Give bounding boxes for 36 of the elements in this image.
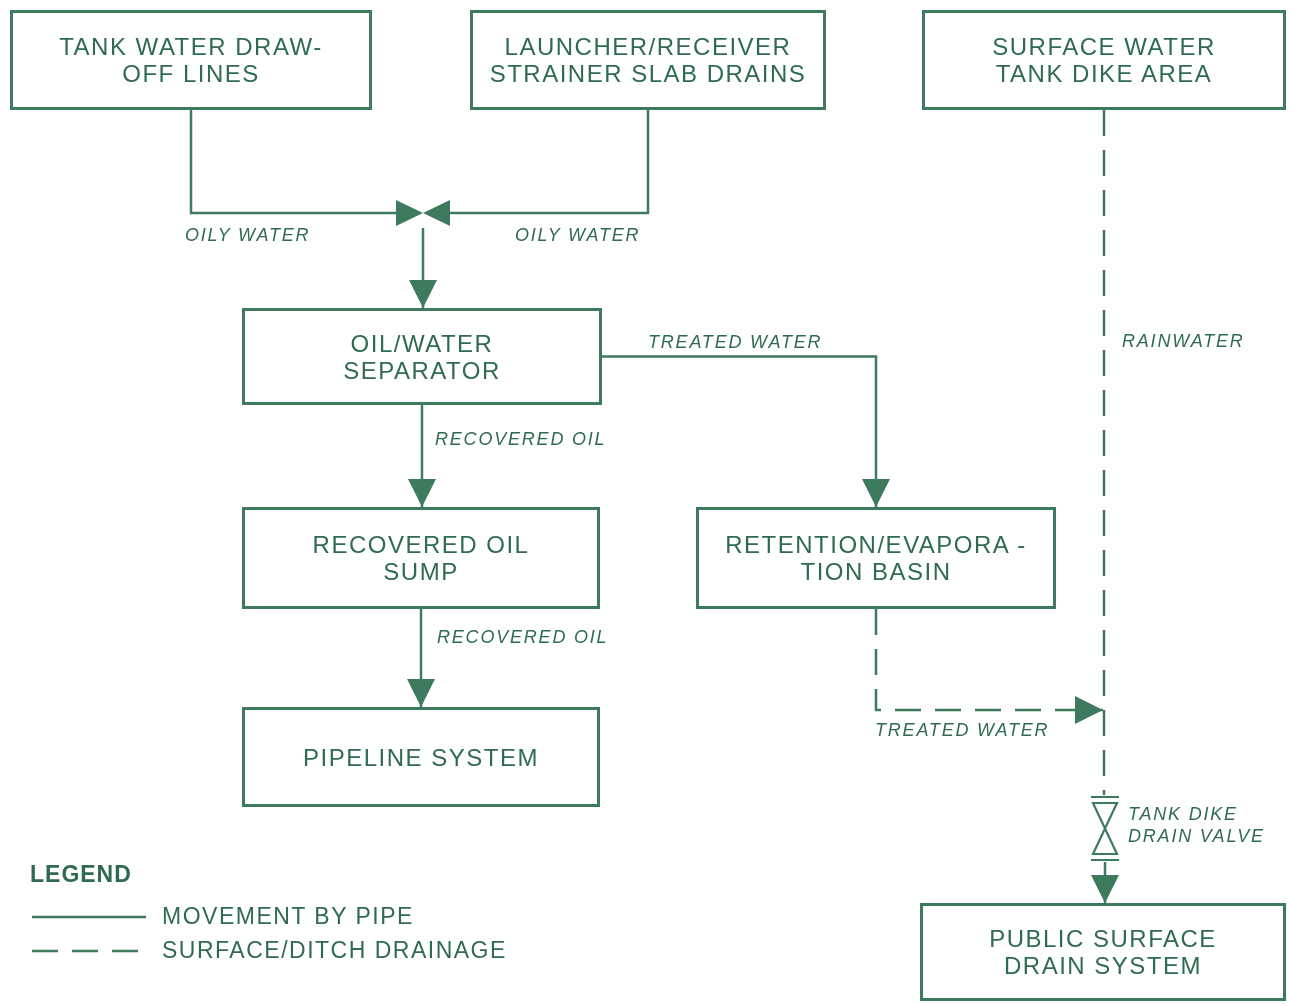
process-box bbox=[922, 10, 1286, 110]
edge-label: TREATED WATER bbox=[648, 331, 823, 353]
box-label: SURFACE WATER TANK DIKE AREA bbox=[991, 33, 1217, 87]
process-box bbox=[10, 10, 372, 110]
edge-label: RAINWATER bbox=[1122, 330, 1245, 352]
arrow bbox=[408, 405, 436, 507]
arrow bbox=[874, 609, 1103, 724]
process-box bbox=[696, 507, 1056, 609]
box-label: LAUNCHER/RECEIVER STRAINER SLAB DRAINS bbox=[488, 33, 808, 87]
valve-label: TANK DIKE DRAIN VALVE bbox=[1128, 803, 1266, 847]
edge-label: TREATED WATER bbox=[875, 719, 1050, 741]
box-label: RECOVERED OIL SUMP bbox=[311, 531, 531, 585]
arrow bbox=[407, 609, 435, 707]
box-label: PUBLIC SURFACE DRAIN SYSTEM bbox=[988, 925, 1218, 979]
process-box bbox=[920, 903, 1286, 1001]
connector-line bbox=[1102, 110, 1106, 795]
box-label: TANK WATER DRAW-OFF LINES bbox=[58, 33, 324, 87]
process-box bbox=[242, 308, 602, 405]
arrow bbox=[1091, 862, 1119, 903]
box-label: PIPELINE SYSTEM bbox=[302, 743, 540, 771]
edge-label: OILY WATER bbox=[185, 224, 311, 246]
legend-title: LEGEND bbox=[30, 861, 132, 888]
legend-label: SURFACE/DITCH DRAINAGE bbox=[162, 937, 507, 964]
connector-line bbox=[189, 110, 396, 215]
legend-label: MOVEMENT BY PIPE bbox=[162, 903, 414, 930]
edge-label: OILY WATER bbox=[515, 224, 641, 246]
process-box bbox=[242, 507, 600, 609]
box-label: RETENTION/EVAPORA - TION BASIN bbox=[724, 531, 1028, 585]
edge-label: RECOVERED OIL bbox=[435, 428, 607, 450]
connector-line bbox=[450, 110, 650, 215]
edge-label: RECOVERED OIL bbox=[437, 626, 609, 648]
arrow bbox=[602, 355, 890, 507]
arrow bbox=[409, 228, 437, 308]
box-label: OIL/WATER SEPARATOR bbox=[342, 329, 502, 384]
process-box bbox=[242, 707, 600, 807]
process-box bbox=[470, 10, 826, 110]
